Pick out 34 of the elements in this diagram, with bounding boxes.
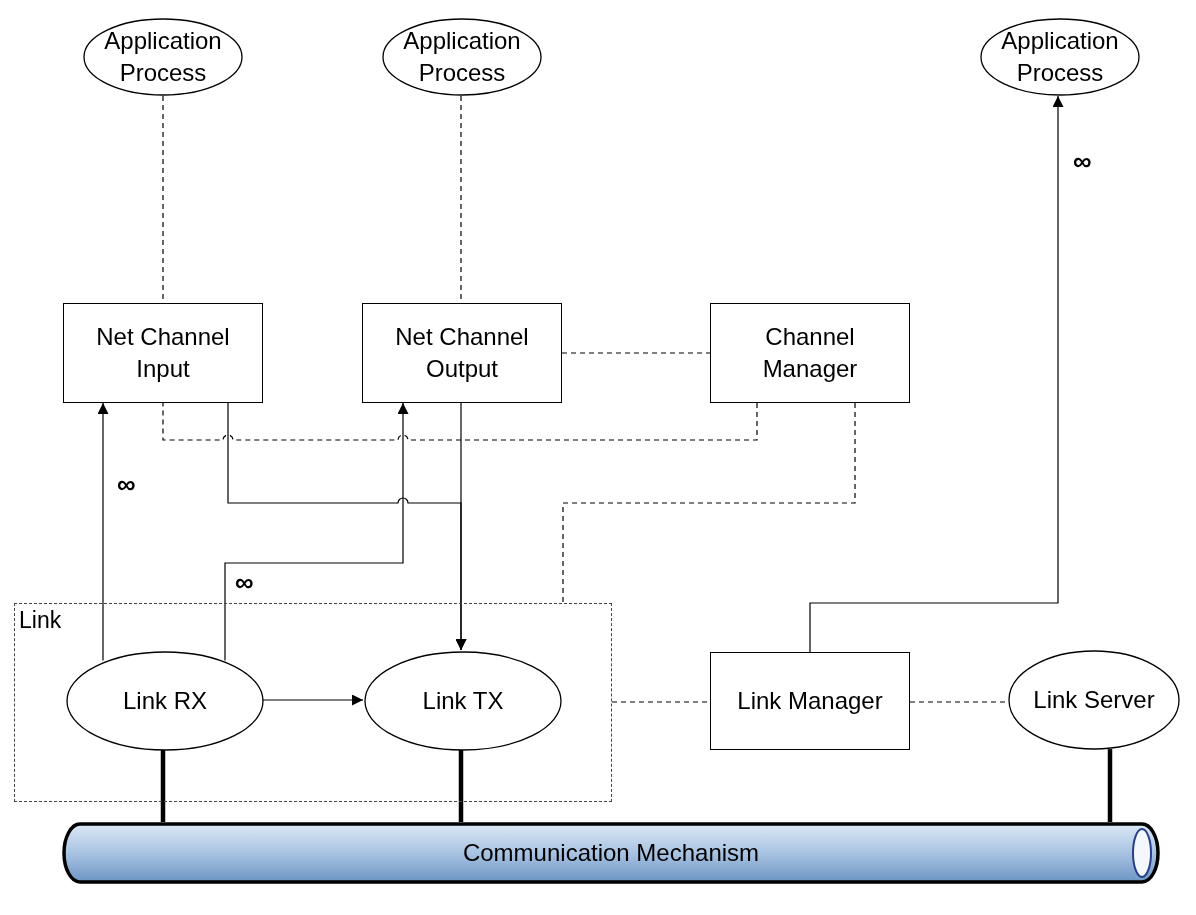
process-ellipse [1008,650,1180,750]
group-box [14,603,612,802]
node-label: Net Channel Output [394,322,530,384]
process-ellipse [83,18,243,96]
node-label: Link Manager [736,686,884,716]
connector [458,750,464,822]
process-ellipse [382,18,542,96]
process-ellipse [980,18,1140,96]
node-label: Link RX [121,686,208,716]
process-box [63,303,263,403]
node-label: Link [19,606,62,635]
communication-pipe [62,822,1160,884]
node-label: Application Process [402,26,522,88]
connector [224,402,409,662]
connector [97,402,109,662]
connector [455,402,467,651]
process-ellipse [364,651,562,751]
connector [809,95,1064,653]
node-label: Channel Manager [761,322,859,384]
node-label: Net Channel Input [95,322,231,384]
dashed-connector [562,402,856,604]
node-label: Application Process [1000,26,1120,88]
process-box [710,652,910,750]
node-label: Application Process [103,26,223,88]
connector [160,750,166,822]
process-box [710,303,910,403]
dashed-connector [561,352,711,354]
node-label: Link TX [421,686,505,716]
connector [1107,749,1113,822]
dashed-connector [162,402,758,441]
node-label: Communication Mechanism [461,838,761,868]
process-ellipse [66,651,264,751]
process-box [362,303,562,403]
node-label: Link Server [1032,685,1156,715]
